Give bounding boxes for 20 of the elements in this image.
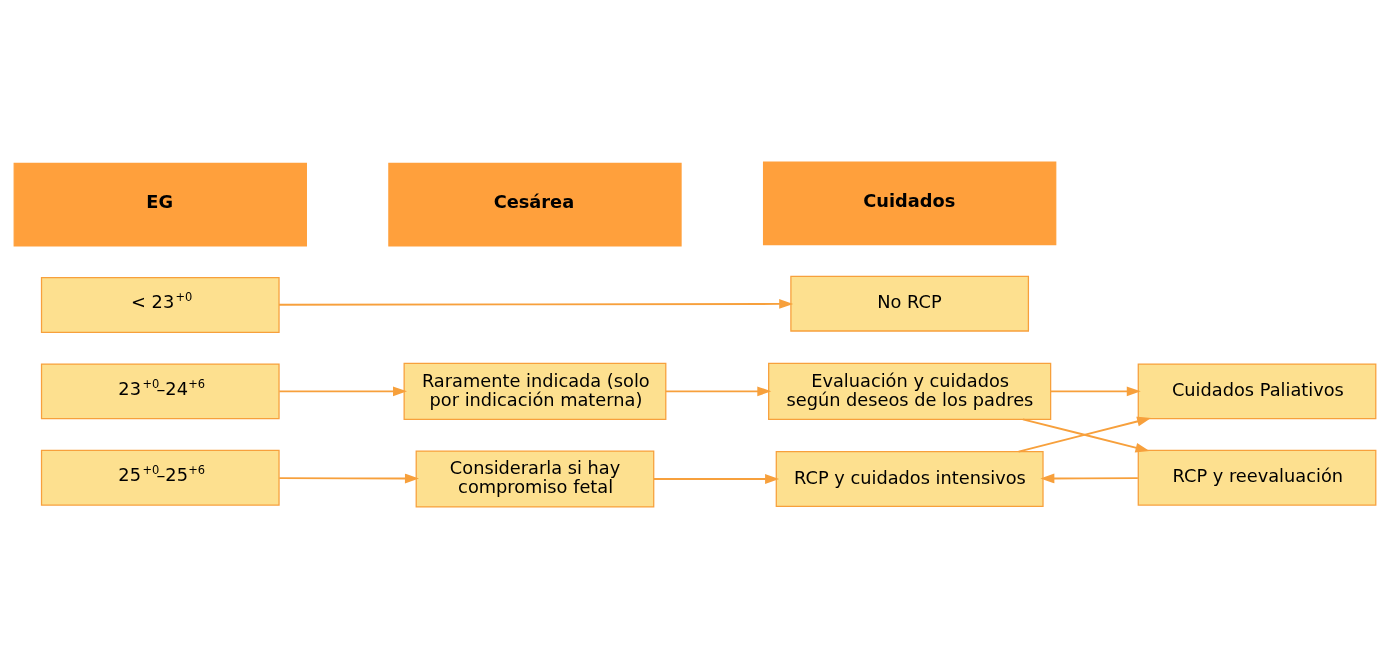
arrow [653, 474, 780, 484]
arrow [278, 473, 419, 484]
node-box: < 23$^{+0}$ [40, 277, 280, 333]
arrow [1049, 386, 1141, 397]
node-box: RCP y reevaluación [1137, 449, 1377, 506]
node-box: Cuidados Paliativos [1137, 363, 1377, 420]
node-box: 25$^{+0}$–25$^{+6}$ [40, 449, 280, 506]
arrow [278, 299, 794, 309]
node-box: Considerarla si hay compromiso fetal [415, 450, 655, 508]
node-box: Cesárea [388, 162, 682, 247]
node-box: No RCP [790, 275, 1030, 332]
node-box: Cuidados [762, 161, 1057, 246]
node-box: Raramente indicada (solo por indicación materna) [403, 362, 667, 420]
node-box: Evaluación y cuidados según deseos de los padres [768, 362, 1052, 420]
node-box: RCP y cuidados intensivos [775, 451, 1044, 507]
arrow [664, 386, 772, 397]
arrow [1040, 473, 1139, 484]
node-box: EG [13, 162, 307, 247]
arrow [278, 386, 408, 397]
node-box: 23$^{+0}$–24$^{+6}$ [40, 363, 280, 420]
